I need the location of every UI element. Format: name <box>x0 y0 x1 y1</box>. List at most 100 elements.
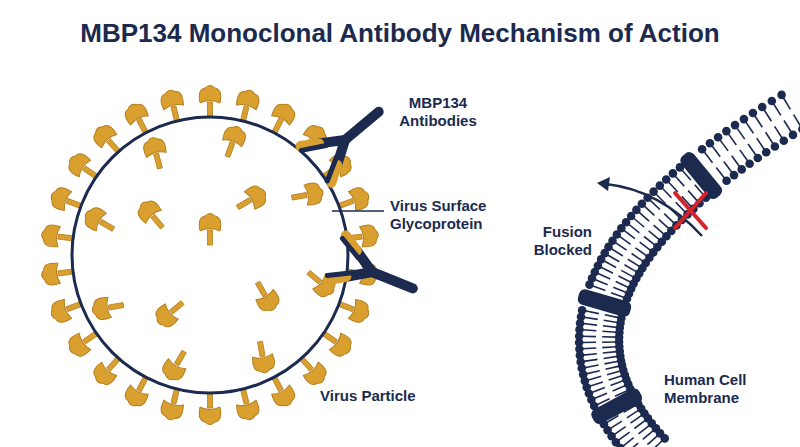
lipid-tail <box>627 443 638 447</box>
lipid-head <box>731 121 740 130</box>
lipid-tail <box>746 122 754 134</box>
antibody-label: MBP134 Antibodies <box>386 94 490 130</box>
lipid-tail <box>757 138 765 150</box>
lipid-tail <box>585 365 599 368</box>
glycoprotein <box>199 393 221 425</box>
lipid-tail <box>634 420 645 428</box>
lipid-tail <box>584 317 598 319</box>
lipid-head <box>771 142 780 151</box>
lipid-tail <box>623 438 634 447</box>
lipid-tail <box>601 267 614 273</box>
lipid-tail <box>607 255 619 262</box>
lipid-tail <box>614 427 626 435</box>
lipid-tail <box>688 191 697 202</box>
arrowhead <box>597 177 610 191</box>
lipid-tail <box>668 182 678 192</box>
lipid-tail <box>613 386 626 391</box>
lipid-tail <box>737 128 745 140</box>
lipid-tail <box>585 311 599 314</box>
glycoprotein <box>40 224 74 249</box>
lipid-head <box>737 165 746 174</box>
virus-label: Virus Particle <box>318 386 442 406</box>
lipid-tail <box>603 352 617 353</box>
lipid-tail <box>639 212 650 221</box>
lipid-tail <box>644 206 654 216</box>
lipid-tail <box>582 347 596 349</box>
lipid-tail <box>659 219 669 229</box>
lipid-tail <box>607 371 620 375</box>
lipid-tail <box>654 225 665 234</box>
lipid-head <box>660 434 669 443</box>
lipid-tail <box>602 336 616 338</box>
fusion-label: Fusion Blocked <box>506 223 592 259</box>
lipid-tail <box>613 287 626 292</box>
glycoprotein <box>81 204 119 238</box>
lipid-tail <box>604 320 618 322</box>
lipid-tail <box>588 376 602 380</box>
lipid-tail <box>675 176 684 186</box>
lipid-tail <box>618 432 629 440</box>
lipid-tail <box>611 249 623 257</box>
lipid-head <box>758 103 767 112</box>
glycoprotein <box>159 346 193 384</box>
lipid-tail <box>732 156 740 167</box>
lipid-head <box>722 127 731 136</box>
lipid-tail <box>602 331 616 332</box>
lipid-head <box>714 133 723 142</box>
lipid-tail <box>720 140 728 151</box>
lipid-tail <box>627 410 639 418</box>
membrane-label: Human Cell Membrane <box>662 370 778 408</box>
lipid-tail <box>604 356 618 358</box>
lipid-tail <box>590 382 603 386</box>
lipid-head <box>656 181 665 190</box>
lipid-tail <box>604 361 618 364</box>
lipid-tail <box>604 261 616 268</box>
glycoprotein <box>141 135 170 171</box>
glycoprotein <box>64 324 102 360</box>
membrane-protein <box>589 386 644 426</box>
lipid-tail <box>755 116 763 128</box>
lipid-tail <box>615 242 627 250</box>
lipid-tail <box>592 388 605 393</box>
lipid-tail <box>775 126 783 138</box>
block-mark <box>675 193 706 228</box>
lipid-head <box>749 109 758 118</box>
lipid-tail <box>740 150 748 161</box>
lipid-tail <box>639 425 650 434</box>
glycoprotein <box>293 351 330 389</box>
lipid-head <box>730 171 739 180</box>
lipid-tail <box>621 270 633 277</box>
lipid-tail <box>611 381 624 386</box>
cell-membrane <box>575 91 800 447</box>
title: MBP134 Monoclonal Antibody Mechanism of … <box>0 18 800 49</box>
lipid-head <box>768 97 777 106</box>
lipid-tail <box>748 144 756 156</box>
glycoprotein <box>232 182 270 216</box>
lipid-tail <box>640 242 651 250</box>
lipid-tail <box>583 354 597 355</box>
lipid-tail <box>582 341 596 343</box>
lipid-tail <box>610 421 622 429</box>
lipid-tail <box>609 376 622 380</box>
block-mark <box>675 193 706 228</box>
glycoprotein <box>40 261 74 286</box>
lipid-tail <box>595 279 608 284</box>
lipid-tail <box>712 146 720 157</box>
lipid-tail <box>636 248 647 256</box>
lipid-tail <box>618 276 631 282</box>
lipid-head <box>616 444 625 447</box>
lipid-tail <box>628 259 640 266</box>
glycoprotein <box>217 123 248 160</box>
glycoprotein <box>199 86 221 118</box>
lipid-head <box>762 148 771 157</box>
lipid-tail <box>586 371 600 374</box>
lipid-tail <box>662 188 672 198</box>
lipid-tail <box>766 132 774 144</box>
lipid-tail <box>652 441 662 447</box>
lipid-tail <box>644 237 655 246</box>
lipid-head <box>669 169 678 178</box>
glycoprotein <box>151 294 189 331</box>
glycoprotein <box>317 324 355 360</box>
lipid-tail <box>605 315 619 318</box>
lipid-head <box>780 136 789 145</box>
